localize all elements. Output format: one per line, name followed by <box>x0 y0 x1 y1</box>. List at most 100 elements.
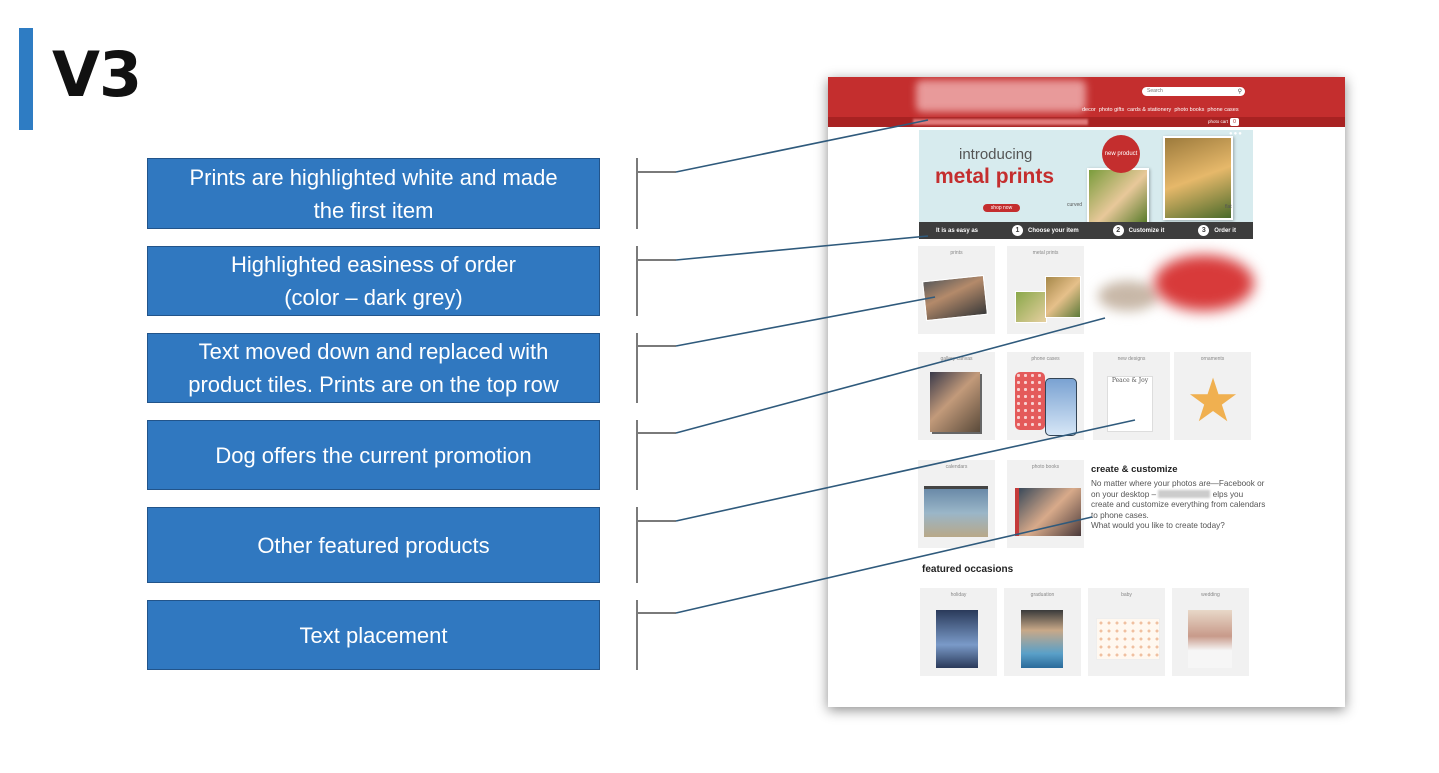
hero-banner[interactable]: ●●● introducing metal prints shop now ne… <box>919 130 1253 224</box>
product-tile-prints[interactable]: prints <box>918 246 995 334</box>
nav-item-phone-cases[interactable]: phone cases <box>1207 107 1239 113</box>
annotation-line: Highlighted easiness of order <box>231 252 516 277</box>
flat-label: flat <box>1225 204 1232 210</box>
cart-count-badge: 0 <box>1230 118 1239 126</box>
tile-label: ornaments <box>1200 356 1225 362</box>
tile-label: wedding <box>1201 592 1220 598</box>
product-tile-calendars[interactable]: calendars <box>918 460 995 548</box>
annotation-line: Other featured products <box>257 532 490 558</box>
connector-line <box>675 119 929 173</box>
site-nav: decor photo gifts cards & stationery pho… <box>1082 107 1239 113</box>
photo-cart-link[interactable]: photo cart <box>1208 119 1229 124</box>
create-text-a: No matter where your photos are—Facebook… <box>1091 479 1265 499</box>
product-tile-new-designs[interactable]: new designs Peace & Joy <box>1093 352 1170 440</box>
bracket <box>636 246 638 316</box>
tile-label: prints <box>950 250 963 256</box>
tile-label: phone cases <box>1031 356 1060 362</box>
blurred-brand <box>1158 490 1211 499</box>
bracket <box>636 333 638 403</box>
occasion-tile-wedding[interactable]: wedding <box>1172 588 1249 676</box>
tile-label: baby <box>1121 592 1132 598</box>
annotation-line: Text placement <box>299 622 448 648</box>
phone-case-image <box>1015 372 1045 430</box>
step-1: 1 Choose your item <box>1012 225 1079 236</box>
website-mockup: Search ⚲ decor photo gifts cards & stati… <box>828 77 1345 707</box>
annotation-line: Prints are highlighted white and made <box>189 164 558 190</box>
card-image: Peace & Joy <box>1107 376 1153 432</box>
connector-line <box>675 296 936 347</box>
create-text-b: elps you create and customize everything… <box>1091 489 1266 520</box>
dog-promotion[interactable] <box>1098 253 1258 323</box>
hero-intro: introducing <box>959 146 1033 163</box>
carousel-dots[interactable]: ●●● <box>1229 131 1243 137</box>
annotation-prints-first: Prints are highlighted white and made the… <box>147 158 600 229</box>
promo-strip: photo cart 0 <box>828 117 1345 127</box>
step-label: Order it <box>1214 227 1236 234</box>
tile-label: calendars <box>945 464 968 470</box>
baby-card-image <box>1096 618 1160 660</box>
product-tile-gallery-canvas[interactable]: gallery canvas <box>918 352 995 440</box>
canvas-image <box>930 372 980 432</box>
step-number: 2 <box>1112 225 1124 236</box>
bracket <box>636 600 638 670</box>
new-product-badge: new product <box>1102 135 1140 173</box>
metal-print-image <box>1045 276 1081 318</box>
magnifier-icon[interactable]: ⚲ <box>1237 89 1242 95</box>
connector-line <box>675 317 1106 434</box>
step-2: 2 Customize it <box>1112 225 1165 236</box>
search-input[interactable]: Search ⚲ <box>1142 87 1245 96</box>
bracket <box>636 420 638 490</box>
product-tile-phone-cases[interactable]: phone cases <box>1007 352 1084 440</box>
title-accent-bar <box>19 28 33 130</box>
shop-now-button[interactable]: shop now <box>983 204 1020 212</box>
occasion-tile-baby[interactable]: baby <box>1088 588 1165 676</box>
card-text: Peace & Joy <box>1111 377 1149 384</box>
tile-label: new designs <box>1117 356 1146 362</box>
star-ornament-icon: ★ <box>1186 367 1240 434</box>
tile-label: holiday <box>950 592 967 598</box>
connector-line <box>675 419 1136 522</box>
annotation-dog-promo: Dog offers the current promotion <box>147 420 600 490</box>
step-label: Choose your item <box>1028 227 1079 234</box>
occasion-tile-holiday[interactable]: holiday <box>920 588 997 676</box>
flat-metal-print-photo <box>1163 136 1233 220</box>
annotation-text-placement: Text placement <box>147 600 600 670</box>
nav-item-photo-books[interactable]: photo books <box>1174 107 1205 113</box>
blurred-promo-badge <box>1154 255 1254 311</box>
featured-occasions-title: featured occasions <box>922 564 1014 575</box>
site-header: Search ⚲ decor photo gifts cards & stati… <box>828 77 1345 117</box>
occasion-tile-graduation[interactable]: graduation <box>1004 588 1081 676</box>
phone-case-image <box>1045 378 1077 436</box>
hero-title: metal prints <box>935 165 1055 188</box>
slide-title: V3 <box>52 38 142 111</box>
nav-item-photo-gifts[interactable]: photo gifts <box>1098 107 1125 113</box>
product-tile-metal-prints[interactable]: metal prints <box>1007 246 1084 334</box>
annotation-line: the first item <box>313 197 434 223</box>
step-3: 3 Order it <box>1198 225 1236 236</box>
graduation-card-image <box>1021 610 1063 668</box>
curved-label: curved <box>1067 202 1083 208</box>
order-steps-bar: It is as easy as 1 Choose your item 2 Cust… <box>919 222 1253 239</box>
step-number: 3 <box>1198 225 1210 236</box>
tile-label: graduation <box>1030 592 1055 598</box>
annotation-line: Text moved down and replaced with <box>198 339 549 364</box>
annotation-line: (color – dark grey) <box>284 285 463 310</box>
holiday-card-image <box>936 610 978 668</box>
blurred-promo-text <box>913 119 1088 125</box>
steps-lead: It is as easy as <box>935 227 979 234</box>
nav-item-decor[interactable]: decor <box>1082 107 1096 113</box>
nav-item-cards[interactable]: cards & stationery <box>1127 107 1172 113</box>
connector-line <box>675 235 929 261</box>
bracket <box>636 158 638 229</box>
product-tile-ornaments[interactable]: ornaments ★ <box>1174 352 1251 440</box>
annotation-line: Dog offers the current promotion <box>215 442 532 468</box>
step-label: Customize it <box>1128 227 1165 234</box>
annotation-line: product tiles. Prints are on the top row <box>188 372 559 397</box>
bracket <box>636 507 638 583</box>
tile-label: gallery canvas <box>940 356 973 362</box>
create-text-c: What would you like to create today? <box>1091 521 1225 530</box>
step-number: 1 <box>1012 225 1023 236</box>
tile-label: photo books <box>1031 464 1060 470</box>
photo-book-image <box>1015 488 1081 536</box>
